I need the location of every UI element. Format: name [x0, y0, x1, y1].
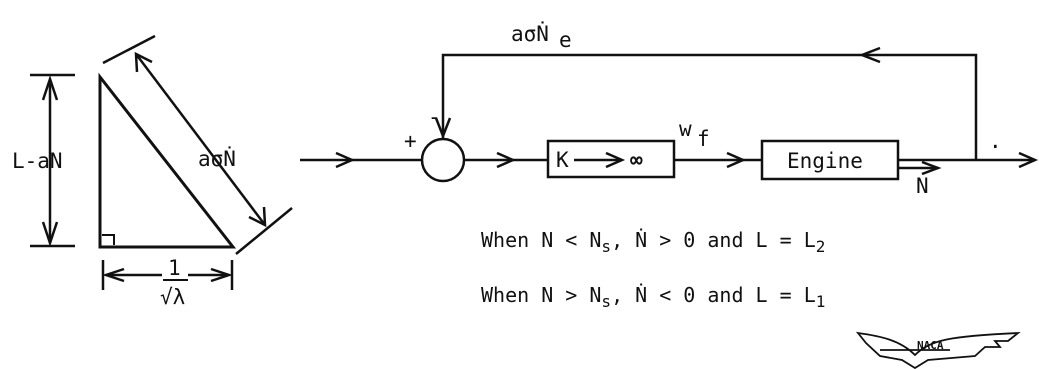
hypotenuse-dimension — [102, 34, 293, 255]
fuel-flow-signal — [674, 151, 762, 169]
base-dimension — [101, 260, 234, 290]
feedback-subscript: e — [559, 28, 572, 52]
naca-logo-text: NACA — [917, 339, 944, 352]
summing-junction — [420, 137, 466, 183]
condition-2-sub2: 1 — [816, 292, 826, 311]
output-label: N — [916, 174, 929, 198]
gain-block-prefix: K — [556, 148, 569, 172]
condition-2-mid: , Ṅ < 0 and L = L — [611, 283, 816, 307]
plus-sign: + — [404, 129, 417, 153]
fuel-flow-subscript: f — [697, 127, 710, 151]
velocity-triangle — [98, 72, 237, 249]
condition-1-sub2: 2 — [816, 237, 826, 256]
engine-block-label: Engine — [787, 149, 863, 173]
base-denominator: √λ — [160, 285, 185, 309]
triangle-shape — [98, 72, 237, 249]
condition-2-sub1: s — [601, 292, 611, 311]
right-angle-marker — [102, 234, 115, 245]
gain-arrow — [574, 151, 626, 169]
fuel-flow-label: w — [679, 117, 692, 141]
base-numerator: 1 — [168, 256, 181, 280]
naca-logo — [855, 331, 1021, 369]
hypotenuse-label: aσṄ — [198, 146, 236, 171]
input-signal — [300, 151, 422, 169]
height-label: L-aN — [12, 149, 63, 173]
feedback-loop — [434, 46, 978, 160]
condition-line-2: When N > Ns, Ṅ < 0 and L = L1 — [481, 283, 825, 311]
condition-line-1: When N < Ns, Ṅ > 0 and L = L2 — [481, 228, 825, 256]
condition-1-mid: , Ṅ > 0 and L = L — [611, 228, 816, 252]
error-signal — [464, 151, 547, 169]
feedback-label: aσṄ — [511, 21, 549, 46]
output-dot: . — [989, 129, 1002, 153]
condition-1-sub1: s — [601, 237, 611, 256]
output-signal — [898, 151, 1039, 176]
condition-2-text: When N > N — [481, 283, 601, 307]
condition-1-text: When N < N — [481, 228, 601, 252]
height-dimension — [30, 73, 75, 248]
svg-text:When N < Ns, Ṅ > 0 and L = L2: When N < Ns, Ṅ > 0 and L = L2 — [481, 228, 825, 256]
svg-text:When N > Ns, Ṅ < 0 and L = L1: When N > Ns, Ṅ < 0 and L = L1 — [481, 283, 825, 311]
gain-block-infinity: ∞ — [630, 148, 643, 172]
